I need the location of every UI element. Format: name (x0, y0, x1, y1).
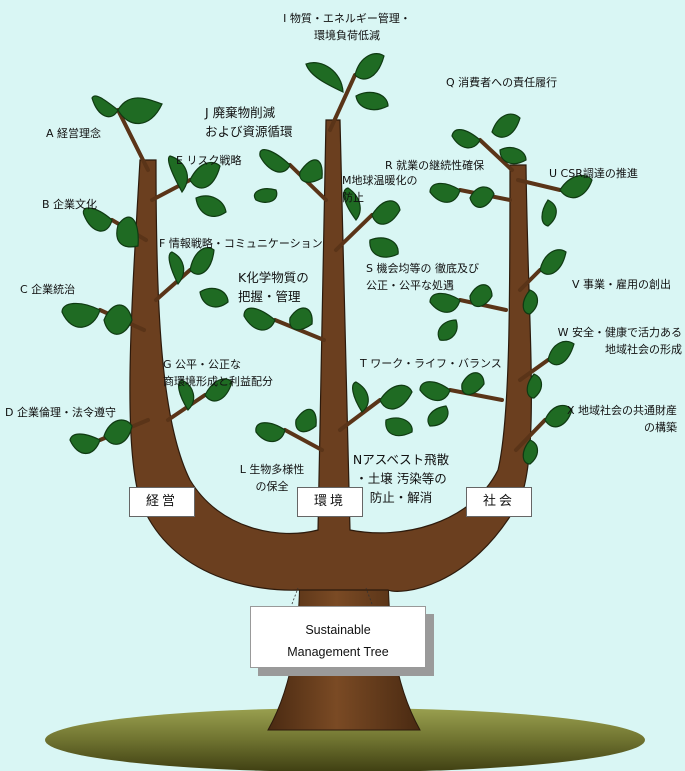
sustainable-management-tree-sign: Sustainable Management Tree (250, 606, 426, 668)
label-n-line-1: Nアスベスト飛散 (352, 452, 450, 467)
label-q: Q 消費者への責任履行 (446, 76, 558, 89)
pillar-environment: 環境 (297, 487, 363, 517)
label-s-line-2: 公正・公平な処遇 (366, 279, 454, 292)
label-n-line-2: ・土壌 汚染等の (355, 471, 447, 486)
label-g-line-1: G 公平・公正な (163, 358, 242, 371)
label-f: F 情報戦略・コミュニケーション (159, 237, 323, 250)
twigs (98, 73, 562, 452)
label-l: L 生物多様性 の保全 (232, 461, 312, 495)
label-n-line-3: 防止・解消 (369, 490, 433, 505)
label-w-line-2: 地域社会の形成 (605, 343, 682, 356)
branch-body (129, 119, 532, 592)
sign-line-2: Management Tree (287, 645, 389, 659)
label-k-line-2: 把握・管理 (238, 289, 301, 304)
label-t: T ワーク・ライフ・バランス (360, 357, 502, 370)
label-m-line-2: 防止 (342, 191, 364, 204)
label-i: I 物質・エネルギー管理・ 環境負荷低減 (272, 10, 422, 44)
label-c: C 企業統治 (20, 283, 76, 296)
label-s: S 機会均等の 徹底及び 公正・公平な処遇 (366, 260, 479, 294)
label-u: U CSR調達の推進 (549, 167, 638, 180)
label-a: A 経営理念 (46, 127, 102, 140)
label-m: M地球温暖化の 防止 (342, 172, 418, 206)
label-g: G 公平・公正な 商環境形成と利益配分 (163, 356, 273, 390)
label-x-line-1: X 地域社会の共通財産 (566, 404, 677, 417)
label-x-line-2: の構築 (644, 421, 677, 434)
ground (45, 708, 645, 771)
label-v: V 事業・雇用の創出 (572, 278, 672, 291)
label-k: K化学物質の 把握・管理 (238, 268, 309, 306)
label-l-line-1: L 生物多様性 (239, 463, 305, 476)
label-j-line-1: J 廃棄物削減 (205, 105, 276, 120)
label-w-line-1: W 安全・健康で活力ある (557, 326, 682, 339)
label-b: B 企業文化 (42, 198, 98, 211)
label-s-line-1: S 機会均等の 徹底及び (366, 262, 479, 275)
pillar-management: 経営 (129, 487, 195, 517)
label-i-line-2: 環境負荷低減 (314, 29, 380, 42)
label-n: Nアスベスト飛散 ・土壌 汚染等の 防止・解消 (350, 450, 452, 507)
sign-guides (291, 587, 373, 605)
label-g-line-2: 商環境形成と利益配分 (163, 375, 273, 388)
label-r: R 就業の継続性確保 (385, 159, 485, 172)
leaves (61, 53, 593, 465)
label-w: W 安全・健康で活力ある 地域社会の形成 (540, 324, 682, 358)
label-i-line-1: I 物質・エネルギー管理・ (283, 12, 411, 25)
label-m-line-1: M地球温暖化の (342, 174, 418, 187)
label-j-line-2: および資源循環 (205, 124, 293, 139)
label-e: E リスク戦略 (176, 154, 242, 167)
label-d: D 企業倫理・法令遵守 (5, 406, 116, 419)
label-l-line-2: の保全 (255, 480, 289, 493)
sign-line-1: Sustainable (305, 623, 371, 637)
pillar-society: 社会 (466, 487, 532, 517)
label-k-line-1: K化学物質の (238, 270, 309, 285)
label-x: X 地域社会の共通財産 の構築 (545, 402, 677, 436)
label-j: J 廃棄物削減 および資源循環 (205, 103, 293, 141)
